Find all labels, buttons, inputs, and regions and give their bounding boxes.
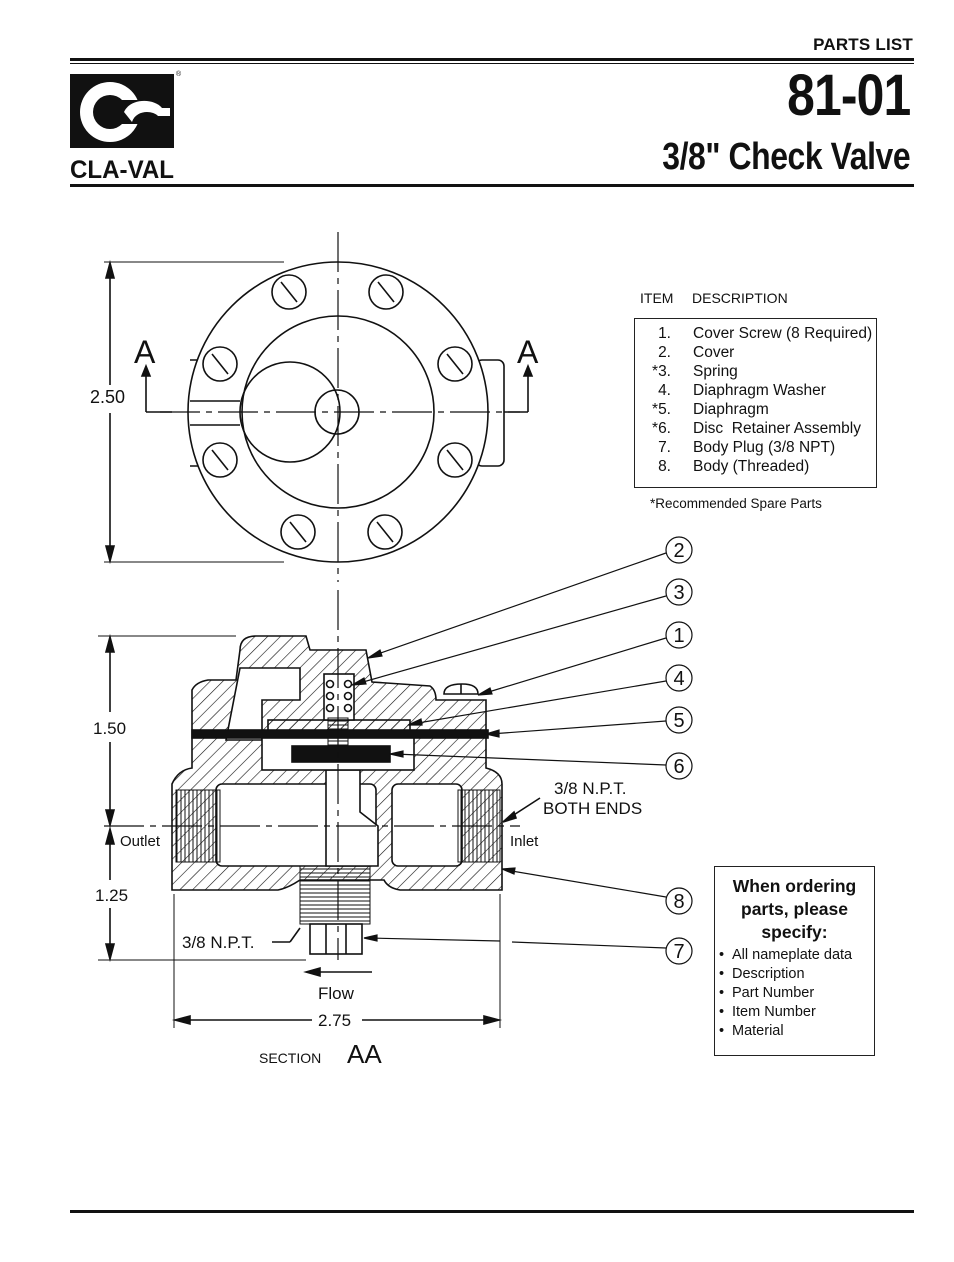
ordering-bullet: •Part Number: [719, 985, 815, 1001]
callouts: [351, 536, 693, 965]
parts-legend-box: 1. Cover Screw (8 Required) 2. Cover *3. Sp…: [634, 318, 877, 488]
legend-item-num: *6.: [652, 420, 671, 437]
legend-item-desc: Diaphragm: [693, 401, 769, 418]
legend-item-num: 1.: [658, 325, 671, 342]
section-marker-right: A: [517, 334, 539, 370]
section-marker-left: A: [134, 334, 156, 370]
cover-screw-head: [280, 514, 316, 550]
cover-screw-section: [443, 683, 479, 695]
legend-item-num: *3.: [652, 363, 671, 380]
parts-list-label: PARTS LIST: [813, 35, 913, 54]
flow-label: Flow: [318, 984, 355, 1003]
dim-width: 2.75: [318, 1011, 351, 1030]
npt-both-ends-line2: BOTH ENDS: [543, 799, 642, 818]
npt-both-ends-line1: 3/8 N.P.T.: [554, 779, 626, 798]
callout-7: 7: [673, 941, 684, 963]
document-number: 81-01: [786, 63, 911, 128]
callout-4: 4: [673, 668, 684, 690]
cover-screw-head: [202, 346, 238, 382]
section-word: SECTION: [259, 1050, 321, 1066]
ordering-title: When ordering parts, please specify:: [732, 876, 857, 942]
dim-upper: 1.50: [93, 719, 126, 738]
legend-item-num: 8.: [658, 458, 671, 475]
body-plug: [309, 923, 363, 955]
legend-item-desc: Disc Retainer Assembly: [693, 420, 861, 437]
ordering-bullet: •Material: [719, 1023, 784, 1039]
footer-rule: [70, 1210, 914, 1213]
dim-lower: 1.25: [95, 886, 128, 905]
spare-parts-note: *Recommended Spare Parts: [650, 496, 822, 511]
ordering-bullet-text: Material: [732, 1023, 784, 1039]
ordering-bullet: •All nameplate data: [719, 947, 853, 963]
legend-item-num: 4.: [658, 382, 671, 399]
header-rule-bottom: [70, 184, 914, 187]
cover-screw-head: [437, 442, 473, 478]
cover-screw-head: [437, 346, 473, 382]
callout-8: 8: [673, 891, 684, 913]
ordering-bullet-text: Part Number: [732, 985, 815, 1001]
ordering-bullet-text: Description: [732, 966, 805, 982]
callout-3: 3: [673, 582, 684, 604]
legend-item-desc: Diaphragm Washer: [693, 382, 826, 399]
legend-item-desc: Body (Threaded): [693, 458, 810, 475]
cla-val-logo: ® CLA-VAL: [70, 70, 182, 182]
callout-6: 6: [673, 756, 684, 778]
ordering-info-box: When ordering parts, please specify: •Al…: [714, 866, 875, 1056]
cover-screw-head: [368, 274, 404, 310]
brand-wordmark: CLA-VAL: [70, 156, 174, 182]
document-title: 3/8" Check Valve: [662, 136, 910, 178]
cover-screw-head: [367, 514, 403, 550]
section-name: AA: [347, 1039, 382, 1069]
top-view: [104, 232, 534, 582]
cover-screw-head: [202, 442, 238, 478]
callout-2: 2: [673, 540, 684, 562]
inlet-label: Inlet: [510, 833, 539, 850]
legend-item-desc: Cover: [693, 344, 735, 361]
legend-item-desc: Cover Screw (8 Required): [693, 325, 873, 342]
legend-item-desc: Body Plug (3/8 NPT): [693, 439, 836, 456]
legend-col-item: ITEM: [640, 290, 674, 306]
legend-col-description: DESCRIPTION: [692, 290, 788, 306]
npt-bottom: 3/8 N.P.T.: [182, 933, 254, 952]
legend-item-num: *5.: [652, 401, 671, 418]
legend-item-num: 7.: [658, 439, 671, 456]
cover-screw-head: [271, 274, 307, 310]
header-rule-top: [70, 58, 914, 61]
header-rule-top-thin: [70, 63, 914, 64]
legend-item-desc: Spring: [693, 363, 738, 380]
callout-1: 1: [673, 625, 684, 647]
ordering-bullet-text: All nameplate data: [732, 947, 853, 963]
section-view: [98, 590, 541, 1028]
outlet-label: Outlet: [120, 833, 161, 850]
svg-text:®: ®: [176, 70, 182, 78]
ordering-bullet-text: Item Number: [732, 1004, 816, 1020]
dim-top-height: 2.50: [90, 387, 125, 407]
legend-item-num: 2.: [658, 344, 671, 361]
callout-5: 5: [673, 710, 684, 732]
ordering-bullet: •Item Number: [719, 1004, 816, 1020]
ordering-bullet: •Description: [719, 966, 805, 982]
